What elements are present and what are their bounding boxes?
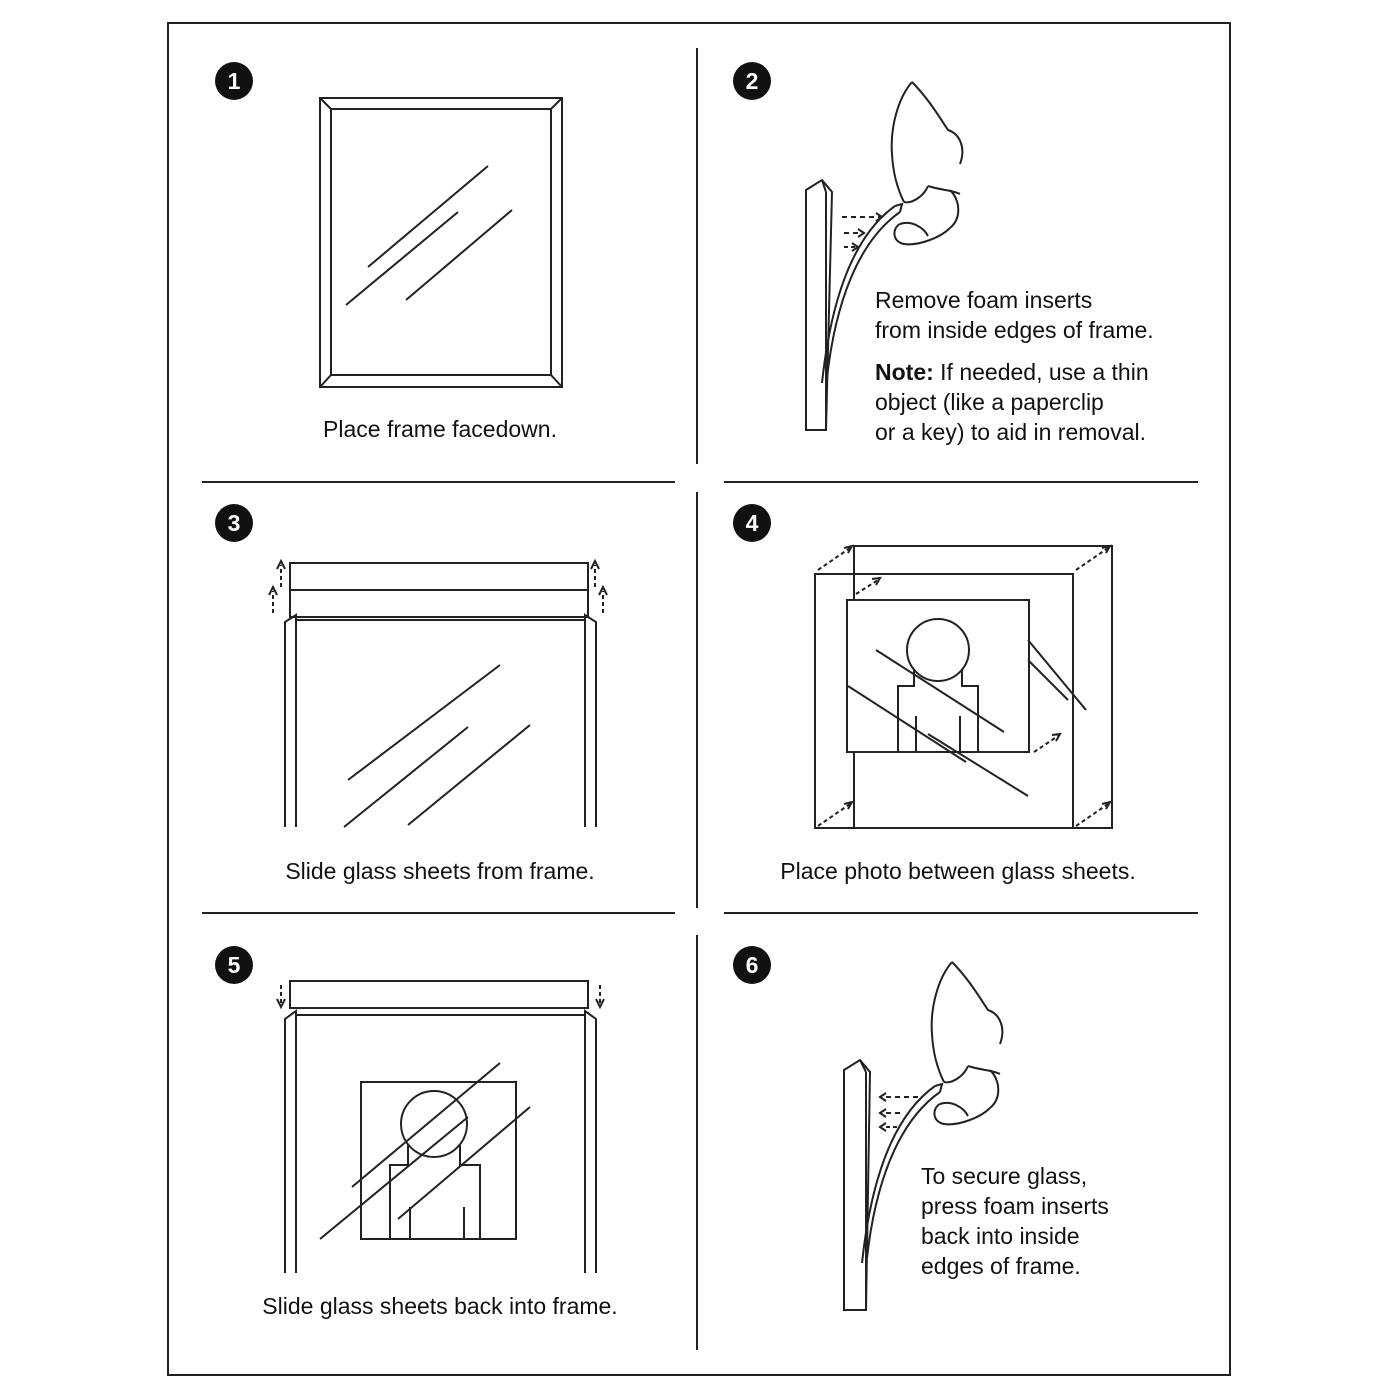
step-2-caption-line-1: Remove foam inserts <box>875 287 1093 313</box>
step-6-caption-line-4: edges of frame. <box>921 1253 1081 1279</box>
row-divider-left-2 <box>202 912 675 914</box>
row-divider-right-2 <box>724 912 1198 914</box>
step-1-badge: 1 <box>215 62 253 100</box>
hand-remove-foam-icon <box>800 78 970 438</box>
column-divider-middle <box>696 492 698 908</box>
step-6-caption-line-2: press foam inserts <box>921 1193 1109 1219</box>
glass-slide-out-icon <box>268 555 613 830</box>
hand-press-foam-icon <box>838 958 1008 1318</box>
step-5-caption: Slide glass sheets back into frame. <box>262 1293 618 1319</box>
step-2-note-line-3: or a key) to aid in removal. <box>875 419 1147 445</box>
column-divider-bottom <box>696 935 698 1350</box>
photo-between-glass-icon <box>806 540 1126 840</box>
step-3-badge: 3 <box>215 504 253 542</box>
column-divider-top <box>696 48 698 464</box>
step-2-note-line-1: Note: If needed, use a thin <box>875 357 1149 387</box>
row-divider-left-1 <box>202 481 675 483</box>
note-label: Note: <box>875 359 934 385</box>
glass-slide-in-icon <box>268 975 613 1275</box>
step-2-badge: 2 <box>733 62 771 100</box>
step-5-badge: 5 <box>215 946 253 984</box>
step-2-note-line-2: object (like a paperclip <box>875 389 1104 415</box>
step-6-caption-line-3: back into inside <box>921 1223 1080 1249</box>
step-4-caption: Place photo between glass sheets. <box>780 858 1136 884</box>
note-text: If needed, use a thin <box>933 359 1149 385</box>
instruction-sheet <box>167 22 1231 1376</box>
step-6-badge: 6 <box>733 946 771 984</box>
step-3-caption: Slide glass sheets from frame. <box>285 858 595 884</box>
frame-facedown-icon <box>300 90 580 395</box>
step-4-badge: 4 <box>733 504 771 542</box>
step-6-caption-line-1: To secure glass, <box>921 1163 1088 1189</box>
row-divider-right-1 <box>724 481 1198 483</box>
step-1-caption: Place frame facedown. <box>323 416 557 442</box>
step-2-caption-line-2: from inside edges of frame. <box>875 317 1154 343</box>
